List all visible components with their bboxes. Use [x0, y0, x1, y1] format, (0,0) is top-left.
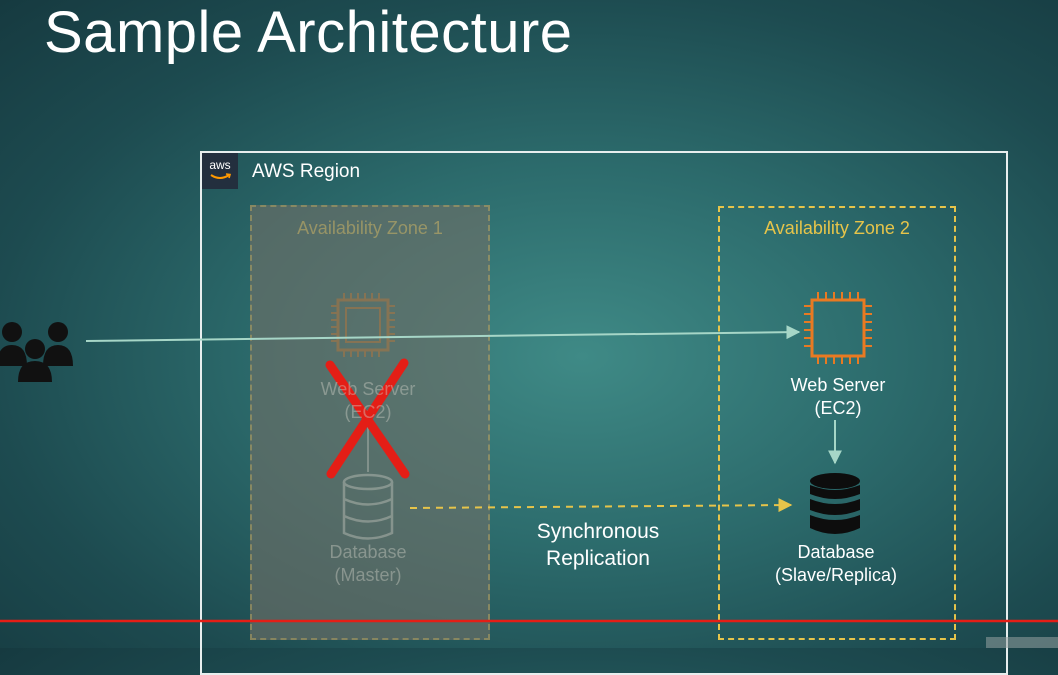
az1-web-server-name: Web Server [320, 379, 416, 399]
replication-arrow [409, 498, 793, 513]
video-watermark [986, 637, 1058, 648]
replication-label-line2: Replication [546, 547, 650, 570]
availability-zone-1-label: Availability Zone 1 [297, 218, 443, 238]
availability-zone-2-box [718, 206, 956, 640]
az2-database-role: (Slave/Replica) [774, 565, 898, 585]
users-icon [0, 322, 73, 382]
az2-web-server-type: (EC2) [814, 398, 862, 418]
az2-database-label: Database (Slave/Replica) [750, 541, 922, 587]
az1-web-server-label: Web Server (EC2) [298, 378, 438, 424]
az2-web-server-label: Web Server (EC2) [765, 374, 911, 420]
user-traffic-arrow [85, 325, 801, 342]
az1-database-name: Database [329, 542, 407, 562]
az1-web-server-type: (EC2) [344, 402, 392, 422]
az2-database-name: Database [797, 542, 875, 562]
replication-label-line1: Synchronous [536, 520, 660, 543]
ec2-chip-icon-az2 [804, 292, 872, 364]
red-x-mark-icon [325, 358, 410, 479]
aws-logo-icon: aws [202, 153, 238, 189]
ec2-chip-icon-az1 [331, 293, 395, 357]
az2-web-server-name: Web Server [790, 375, 886, 395]
replication-label: Synchronous Replication [510, 518, 686, 572]
slide-title: Sample Architecture [44, 0, 573, 65]
aws-logo-text: aws [209, 158, 231, 172]
aws-smile-icon [210, 173, 232, 179]
database-icon-az1 [342, 473, 394, 540]
diagram-graphics [0, 292, 1058, 623]
database-icon-az2 [810, 473, 860, 534]
az1-database-label: Database (Master) [296, 541, 440, 587]
aws-region-label: AWS Region [252, 161, 361, 182]
az1-database-role: (Master) [334, 565, 402, 585]
availability-zone-2-label: Availability Zone 2 [764, 218, 910, 238]
